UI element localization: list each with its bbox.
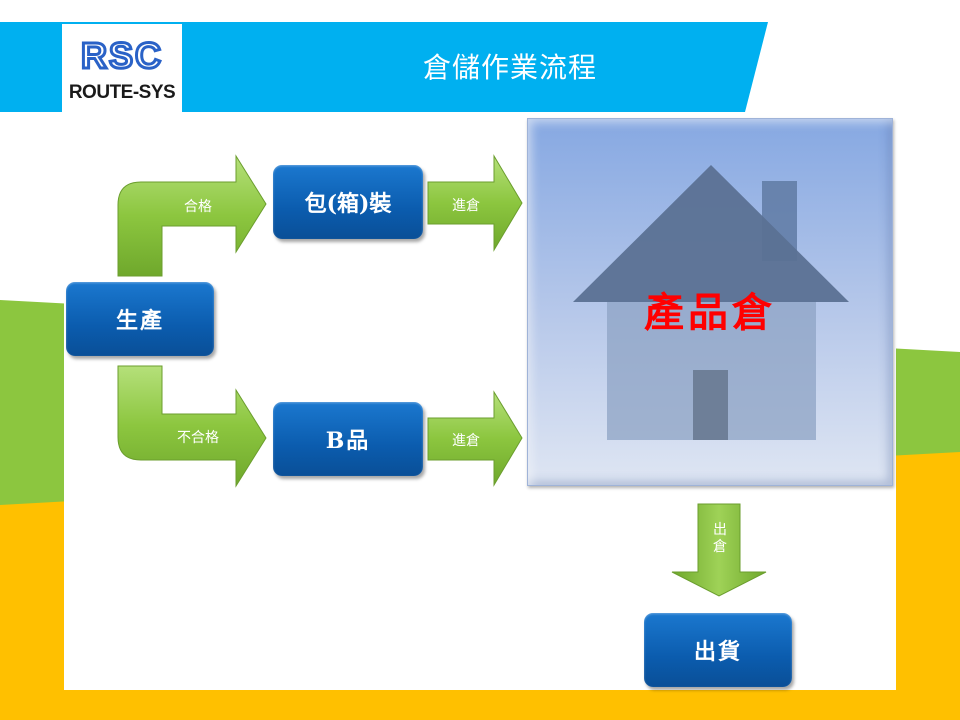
logo-letters: RSC — [81, 35, 163, 76]
header-band — [0, 22, 768, 112]
in-label-top: 進倉 — [452, 198, 480, 214]
logo: RSC ROUTE-SYS — [62, 24, 182, 112]
house-roof — [573, 165, 849, 302]
out-label: 出 倉 — [706, 522, 734, 556]
in-label-bottom: 進倉 — [452, 433, 480, 449]
out-label-1: 出 — [713, 522, 727, 538]
production-box: 生產 — [66, 282, 214, 356]
rsc-logo-mark: RSC — [68, 34, 178, 78]
b-grade-box: B品 — [273, 402, 423, 476]
house-door — [693, 370, 728, 440]
fail-label: 不合格 — [177, 430, 219, 446]
warehouse-label: 產品倉 — [644, 289, 776, 336]
in-arrow-bottom — [427, 390, 523, 487]
packing-box: 包(箱)裝 — [273, 165, 423, 239]
pass-arrow — [117, 154, 267, 277]
page-title: 倉儲作業流程 — [422, 51, 597, 84]
out-arrow — [671, 503, 767, 597]
fail-arrow — [117, 365, 267, 488]
logo-text: ROUTE-SYS — [68, 82, 176, 103]
shipping-box: 出貨 — [644, 613, 792, 687]
in-arrow-top — [427, 154, 523, 252]
pass-label: 合格 — [184, 199, 212, 215]
out-label-2: 倉 — [713, 539, 727, 555]
